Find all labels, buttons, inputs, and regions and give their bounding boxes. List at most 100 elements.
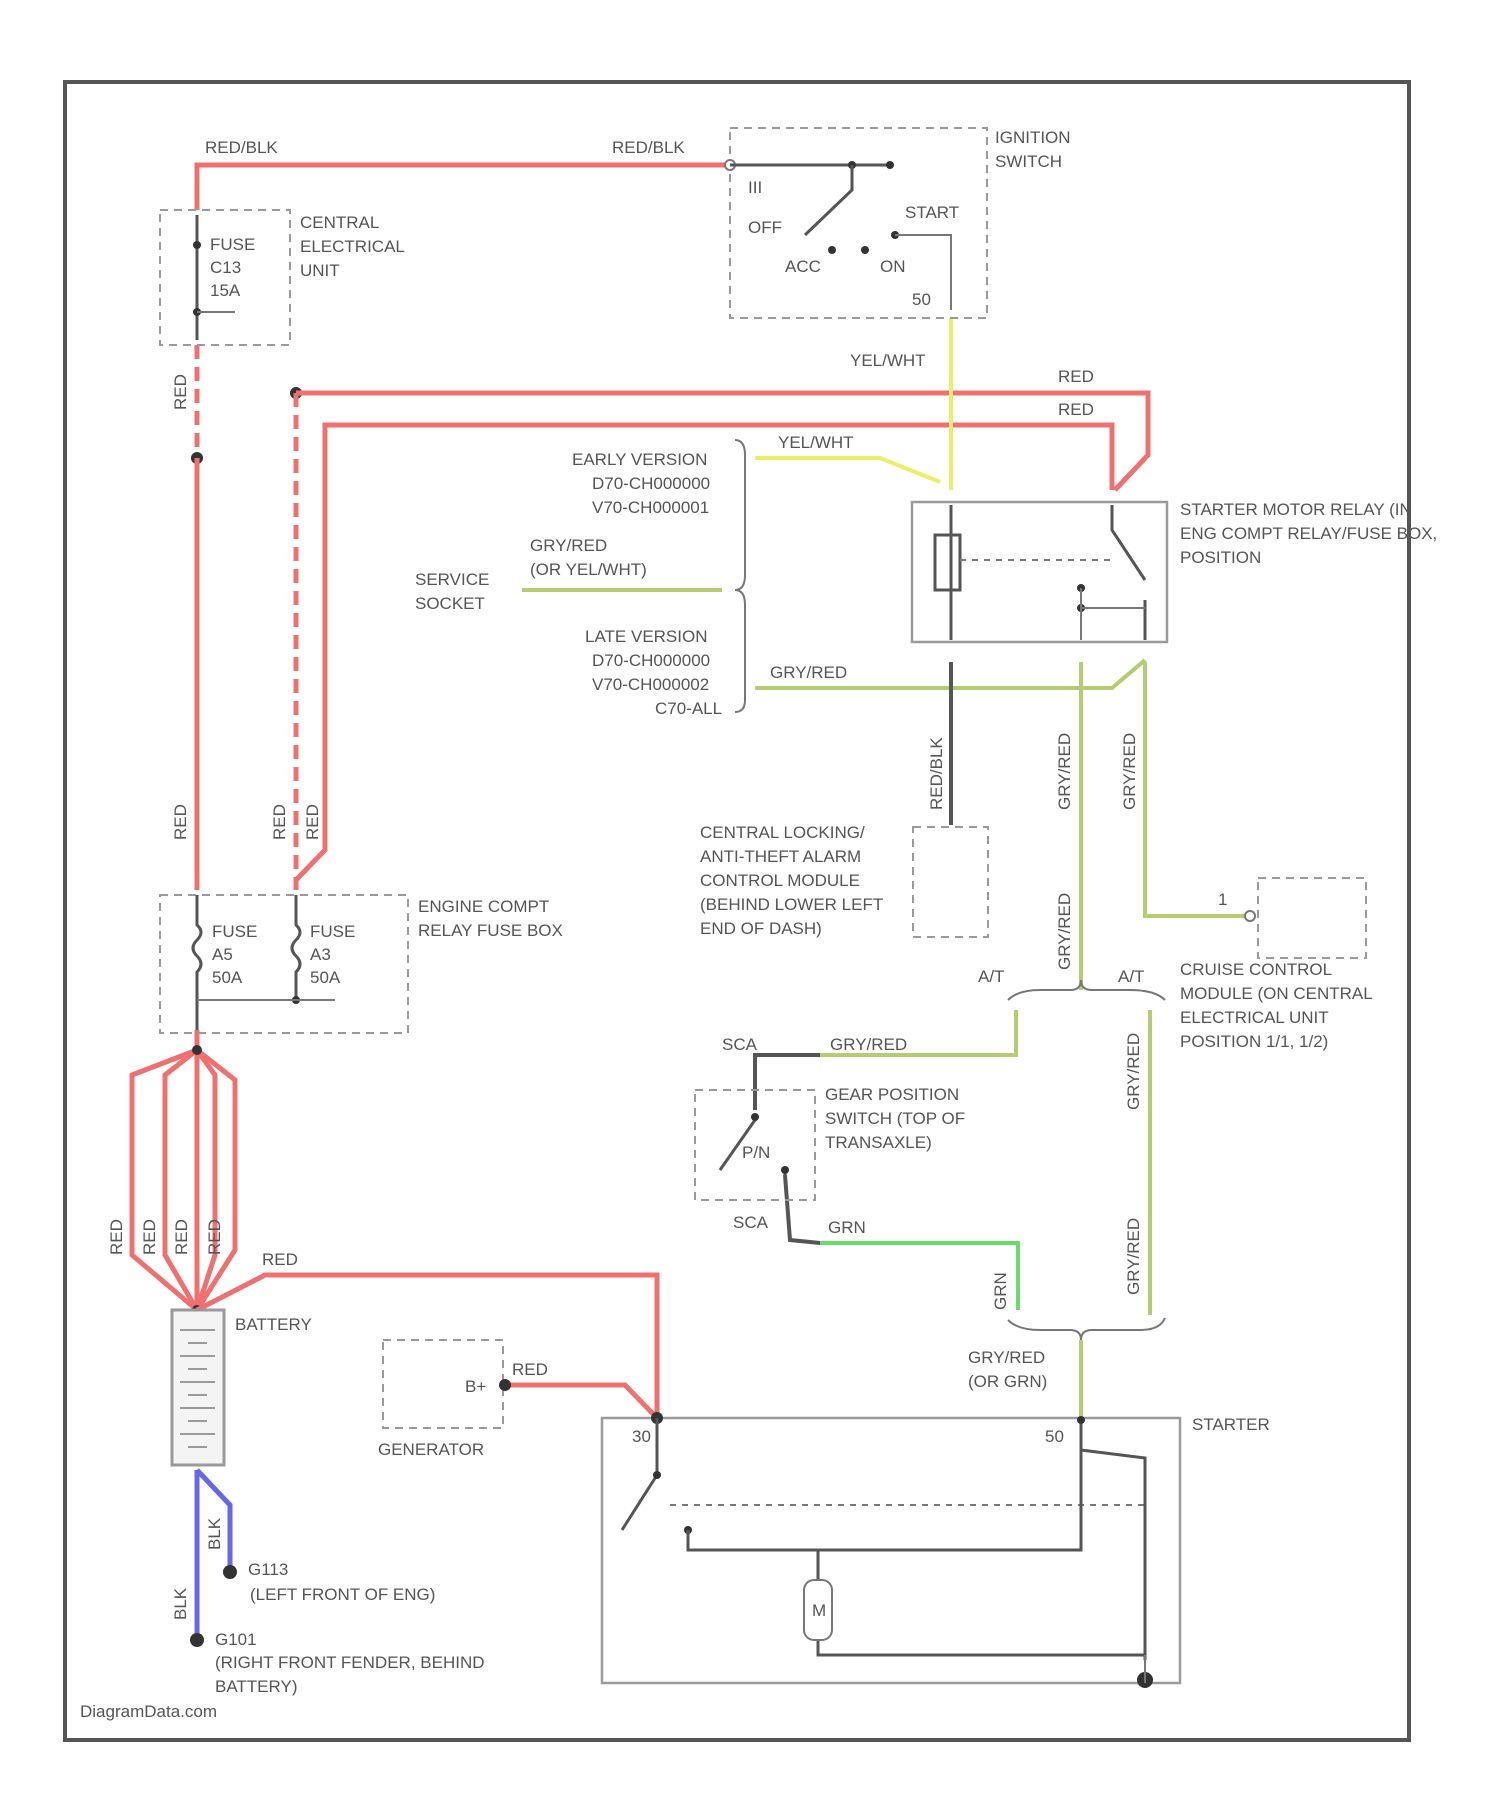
label-line: SWITCH — [995, 152, 1062, 171]
label-gry-red-3: GRY/RED — [830, 1035, 907, 1054]
label-gry-red-v3: GRY/RED — [1055, 893, 1074, 970]
branch-bracket-starter — [1008, 1318, 1165, 1340]
label-line: RELAY FUSE BOX — [418, 921, 563, 940]
engine-fuse-box-title: ENGINE COMPT RELAY FUSE BOX — [418, 897, 563, 940]
label-red-top-1: RED — [1058, 367, 1094, 386]
fuse-c13-top — [193, 241, 201, 249]
label-line: TRANSAXLE) — [825, 1133, 932, 1152]
label-line: POSITION 1/1, 1/2) — [1180, 1032, 1328, 1051]
ground-g101-label: G101 — [215, 1630, 257, 1649]
starter-contact-dot — [653, 1471, 661, 1479]
starter-terminal-50 — [1077, 1416, 1085, 1424]
label-line: ANTI-THEFT ALARM — [700, 847, 861, 866]
label-line: ENGINE COMPT — [418, 897, 549, 916]
label-line: CENTRAL — [300, 213, 379, 232]
label-blk-2: BLK — [205, 1517, 224, 1550]
label-line: IGNITION — [995, 128, 1071, 147]
service-socket-label: SERVICESOCKET — [415, 570, 489, 613]
wire-yel-wht-early — [755, 458, 940, 482]
fuse-a5-id: A5 — [212, 945, 233, 964]
fuse-a3 — [292, 895, 300, 1000]
label-line: CONTROL MODULE — [700, 871, 860, 890]
label-grn-2: GRN — [991, 1272, 1010, 1310]
starter-solenoid-coils — [688, 1420, 1145, 1660]
label-line: CENTRAL LOCKING/ — [700, 823, 865, 842]
fuse-c13-rating: 15A — [210, 281, 241, 300]
label-red-bat-4: RED — [205, 1219, 224, 1255]
wire-red-top-1 — [296, 393, 1148, 490]
branch-label-at-1: A/T — [978, 967, 1004, 986]
starter-relay-title: STARTER MOTOR RELAY (IN ENG COMPT RELAY/F… — [1180, 500, 1437, 567]
cruise-control-module-box — [1258, 878, 1366, 958]
label-gry-red-v4: GRY/RED — [1124, 1033, 1143, 1110]
label-yel-wht-1: YEL/WHT — [850, 351, 926, 370]
label-gry-red-or: (OR YEL/WHT) — [530, 560, 647, 579]
ground-g113-desc: (LEFT FRONT OF ENG) — [250, 1585, 435, 1604]
fuse-c13-label: FUSE — [210, 235, 255, 254]
ignition-contact-b — [886, 161, 894, 169]
ground-g101-dot — [190, 1633, 204, 1647]
label-red-v2: RED — [171, 804, 190, 840]
early-version-1: EARLY VERSION — [572, 450, 707, 469]
label-gry-red-v1: GRY/RED — [1055, 733, 1074, 810]
label-line: POSITION — [1180, 548, 1261, 567]
late-version-1: LATE VERSION — [585, 627, 708, 646]
wire-red-bat-3 — [197, 1050, 215, 1310]
wire-sca-top — [755, 1055, 820, 1110]
label-line: END OF DASH) — [700, 919, 822, 938]
ignition-pos-on: ON — [880, 257, 906, 276]
wire-gry-red-relay-2 — [1145, 662, 1246, 916]
ignition-pos-off: OFF — [748, 218, 782, 237]
label-red-blk-v: RED/BLK — [927, 737, 946, 810]
ignition-pos-start: START — [905, 203, 959, 222]
gear-switch-dot2 — [781, 1166, 789, 1174]
late-version-3: V70-CH000002 — [592, 675, 709, 694]
label-red-bat-1: RED — [107, 1219, 126, 1255]
label-gry-red-1: GRY/RED — [530, 536, 607, 555]
label-sca-2: SCA — [733, 1213, 769, 1232]
starter-terminal-30-label: 30 — [632, 1427, 651, 1446]
label-line: STARTER MOTOR RELAY (IN — [1180, 500, 1412, 519]
fuse-a5-label: FUSE — [212, 922, 257, 941]
label-gry-red-bottom: GRY/RED — [968, 1348, 1045, 1367]
label-sca-1: SCA — [722, 1035, 758, 1054]
early-version-3: V70-CH000001 — [592, 498, 709, 517]
label-gry-red-v2: GRY/RED — [1120, 733, 1139, 810]
footer-watermark: DiagramData.com — [80, 1702, 217, 1721]
ignition-switch-arm — [805, 165, 852, 235]
generator-terminal-label: B+ — [465, 1377, 486, 1396]
fuse-a3-rating: 50A — [310, 968, 341, 987]
label-line: SOCKET — [415, 594, 485, 613]
splice-battery-top — [192, 1045, 202, 1055]
wire-red-bat-2 — [165, 1050, 197, 1310]
label-red-v4: RED — [303, 804, 322, 840]
label-grn-1: GRN — [828, 1218, 866, 1237]
wire-grn-gear — [820, 1243, 1018, 1310]
generator-terminal — [499, 1379, 511, 1391]
label-line: ENG COMPT RELAY/FUSE BOX, — [1180, 524, 1437, 543]
fuse-a5-rating: 50A — [212, 968, 243, 987]
cruise-control-terminal — [1245, 911, 1255, 921]
central-unit-title: CENTRALELECTRICALUNIT — [300, 213, 405, 280]
label-yel-wht-2: YEL/WHT — [778, 433, 854, 452]
cruise-control-terminal-label: 1 — [1218, 890, 1227, 909]
battery-box — [172, 1310, 224, 1465]
label-gry-red-v5: GRY/RED — [1124, 1218, 1143, 1295]
central-electrical-unit-box — [160, 210, 290, 345]
label-red-gen: RED — [512, 1360, 548, 1379]
label-red-bat-3: RED — [172, 1219, 191, 1255]
label-gry-red-bottom-or: (OR GRN) — [968, 1372, 1047, 1391]
label-red-starter: RED — [262, 1250, 298, 1269]
starter-solenoid-label: M — [812, 1601, 826, 1620]
late-version-4: C70-ALL — [655, 699, 722, 718]
label-line: BATTERY) — [215, 1677, 298, 1696]
label-line: SWITCH (TOP OF — [825, 1109, 965, 1128]
label-gry-red-2: GRY/RED — [770, 663, 847, 682]
fuse-a3-label: FUSE — [310, 922, 355, 941]
label-line: (RIGHT FRONT FENDER, BEHIND — [215, 1653, 485, 1672]
ignition-contact-on — [861, 246, 869, 254]
label-red-v3: RED — [270, 804, 289, 840]
battery-label: BATTERY — [235, 1315, 312, 1334]
